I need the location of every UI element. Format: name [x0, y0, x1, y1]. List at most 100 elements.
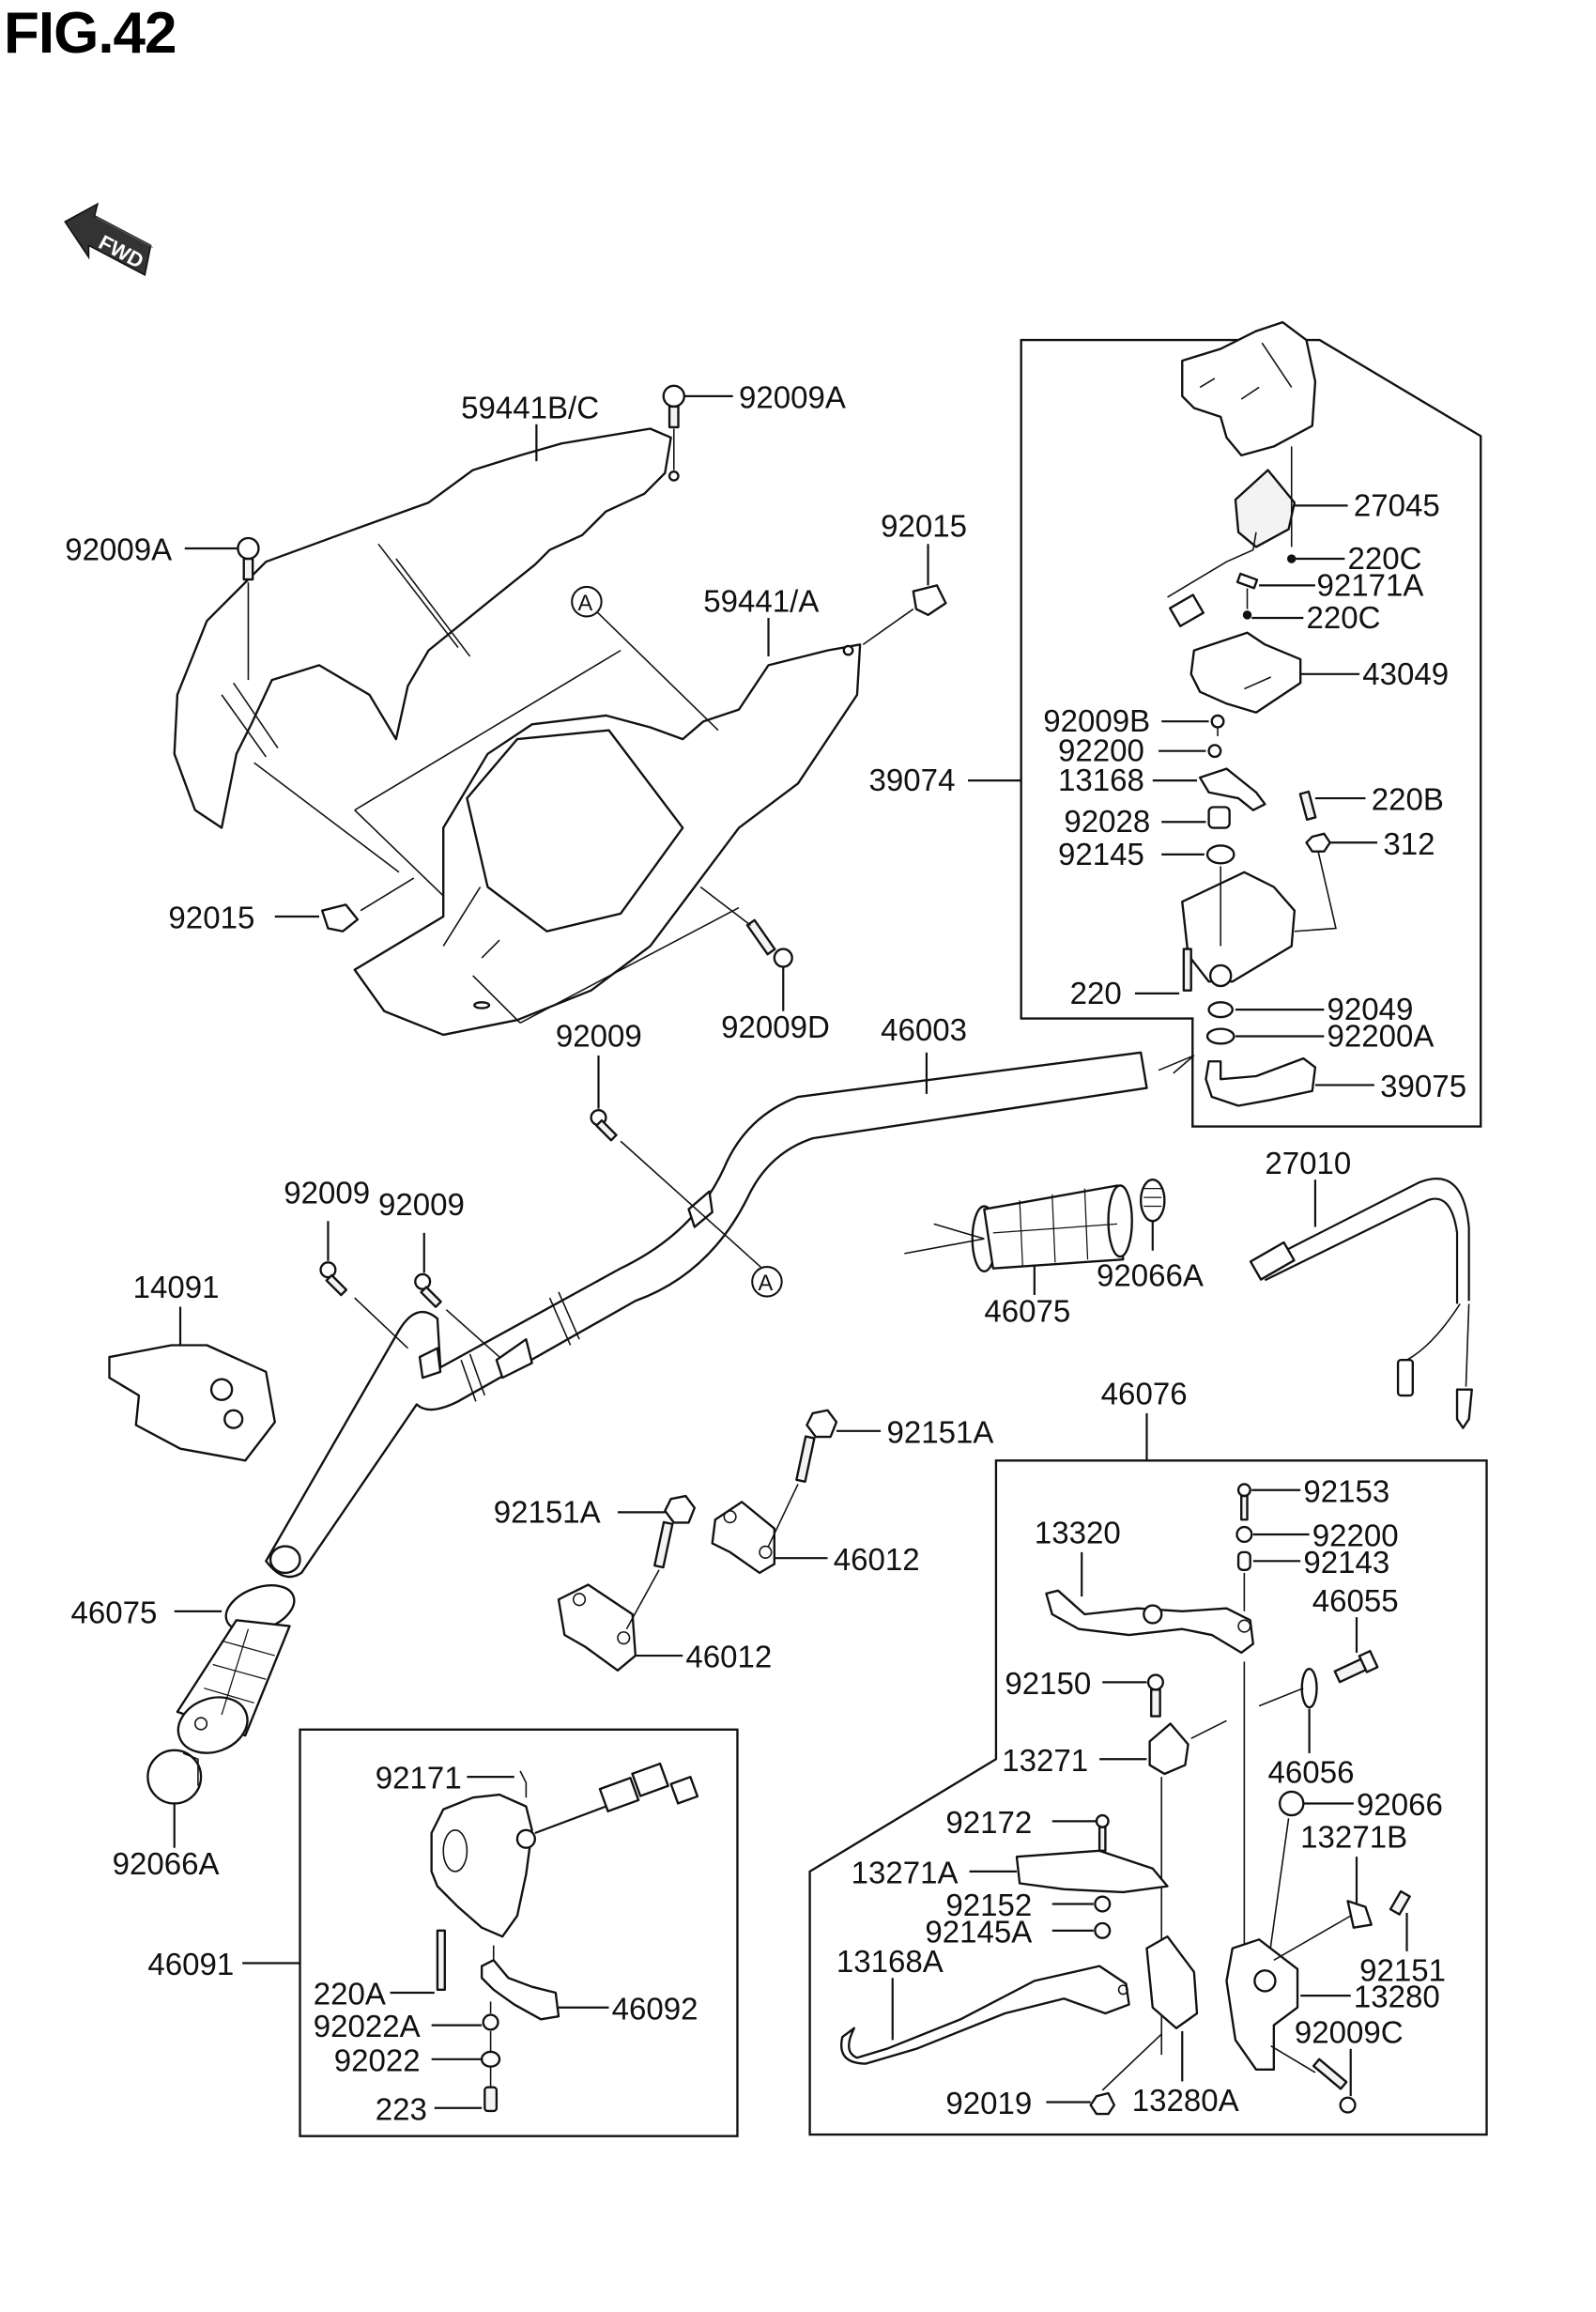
callout-13280a: 13280A	[1132, 2084, 1239, 2119]
callout-92200-bot: 92200	[1312, 1519, 1399, 1554]
callout-13271: 13271	[1002, 1744, 1088, 1779]
callout-13271a: 13271A	[852, 1856, 959, 1890]
callout-92151: 92151	[1359, 1953, 1446, 1988]
callout-46055: 46055	[1312, 1584, 1399, 1619]
part-92022-washer	[480, 2050, 501, 2068]
part-throttle-cover	[1181, 320, 1317, 457]
part-92009a-screw-left	[237, 536, 260, 581]
callout-220: 220	[1070, 977, 1122, 1011]
callout-59441bc: 59441B/C	[461, 391, 599, 425]
callout-39074: 39074	[869, 763, 956, 798]
callout-92172: 92172	[945, 1806, 1032, 1841]
part-13280a-bracket	[1145, 1934, 1199, 2029]
part-46091-switch-housing	[430, 1762, 699, 1938]
fwd-arrow-icon: FWD	[64, 202, 154, 276]
part-92009d-screw	[745, 918, 793, 968]
svg-text:A: A	[759, 1272, 774, 1296]
part-throttle-body	[1181, 866, 1297, 988]
callout-92200a: 92200A	[1327, 1020, 1435, 1055]
callout-92066: 92066	[1357, 1788, 1443, 1823]
callout-312: 312	[1383, 827, 1435, 862]
callout-92151a-mid: 92151A	[494, 1495, 601, 1530]
svg-text:A: A	[577, 592, 592, 616]
part-92066a-plug-right	[1140, 1179, 1166, 1223]
part-92009c-bolt	[1312, 2058, 1357, 2114]
callout-92145a: 92145A	[925, 1915, 1032, 1950]
callout-46075-right: 46075	[984, 1294, 1070, 1329]
callout-92009a-left: 92009A	[65, 533, 172, 568]
part-46012-clamp-lower	[557, 1583, 637, 1672]
part-92150-bolt	[1146, 1673, 1164, 1718]
callout-220a: 220A	[314, 1978, 386, 2012]
callout-223: 223	[376, 2092, 427, 2127]
callout-92028: 92028	[1064, 805, 1150, 840]
part-27010-cable	[1249, 1178, 1473, 1429]
callout-27045: 27045	[1354, 488, 1440, 523]
callout-46003: 46003	[881, 1013, 967, 1048]
callout-92151a-top: 92151A	[886, 1415, 993, 1450]
callout-92019: 92019	[945, 2087, 1032, 2121]
callout-92015-right: 92015	[881, 509, 967, 544]
callout-92022: 92022	[334, 2043, 421, 2078]
callout-92171: 92171	[376, 1762, 462, 1796]
part-39075-lever	[1205, 1056, 1317, 1107]
callout-92143: 92143	[1303, 1546, 1389, 1580]
group-box-46091	[299, 1728, 739, 2137]
part-13320-lever	[1045, 1589, 1254, 1655]
callout-14091: 14091	[133, 1271, 220, 1305]
callout-220b: 220B	[1372, 783, 1444, 818]
part-13271a-bracket	[1015, 1849, 1169, 1894]
callout-92009-l2: 92009	[378, 1188, 465, 1223]
callout-92009-l1: 92009	[284, 1176, 370, 1210]
callout-13168: 13168	[1058, 763, 1144, 798]
part-46012-clamp-upper	[711, 1501, 775, 1575]
callout-92200-top: 92200	[1058, 734, 1144, 769]
part-92151a-bolt-mid	[653, 1494, 696, 1569]
part-92009-screw-bar-l2	[414, 1272, 442, 1308]
part-223-screw	[483, 2086, 499, 2113]
group-box-39074	[1020, 338, 1482, 1128]
part-92066a-plug-left	[146, 1749, 203, 1805]
callout-92145: 92145	[1058, 838, 1144, 872]
part-46075-grip-left	[176, 1584, 296, 1754]
reference-marker-a-lower: A	[751, 1266, 783, 1298]
part-92009-screw-bar-upper	[590, 1109, 618, 1142]
reference-marker-a-upper: A	[571, 585, 603, 618]
callout-27010: 27010	[1265, 1147, 1351, 1181]
part-59441bc-cover	[173, 427, 680, 829]
callout-92015-left: 92015	[168, 902, 254, 936]
callout-92009b: 92009B	[1043, 704, 1150, 739]
part-27045-switch	[1167, 446, 1348, 627]
part-220a-screw	[436, 1929, 446, 1992]
part-92009-screw-bar-l1	[319, 1261, 348, 1297]
group-box-46076	[808, 1459, 1488, 2136]
callout-92049: 92049	[1327, 993, 1414, 1027]
part-92151-screw	[1389, 1889, 1411, 1916]
callout-46012-upper: 46012	[834, 1543, 920, 1578]
callout-13168a: 13168A	[836, 1945, 944, 1980]
part-92015-clip-right	[912, 584, 947, 617]
callout-59441a: 59441/A	[703, 585, 819, 620]
callout-92171a: 92171A	[1317, 568, 1424, 603]
part-13271-bracket	[1148, 1722, 1189, 1776]
callout-13271b: 13271B	[1300, 1821, 1407, 1856]
figure-title: FIG.42	[4, 1, 177, 66]
part-92172-screw	[1095, 1813, 1110, 1853]
callout-46075-left: 46075	[71, 1595, 158, 1630]
callout-92009-mid: 92009	[556, 1020, 642, 1055]
callout-92022a: 92022A	[314, 2010, 421, 2044]
callout-92150: 92150	[1005, 1667, 1091, 1702]
callout-43049: 43049	[1362, 657, 1449, 692]
callout-13280: 13280	[1354, 1981, 1440, 2015]
part-14091-cover	[108, 1344, 276, 1462]
part-46092-lever	[480, 1959, 560, 2021]
callout-220c-2: 220C	[1306, 601, 1380, 636]
part-46055-screw	[1333, 1649, 1379, 1684]
part-92009a-screw-top	[662, 384, 685, 429]
part-92066-cap	[1278, 1790, 1305, 1817]
part-13168a-lever	[840, 1965, 1130, 2065]
callout-92009c: 92009C	[1295, 2016, 1404, 2051]
callout-46056: 46056	[1268, 1755, 1355, 1790]
part-13280-holder	[1225, 1938, 1299, 2072]
callout-46012-lower: 46012	[685, 1641, 772, 1675]
